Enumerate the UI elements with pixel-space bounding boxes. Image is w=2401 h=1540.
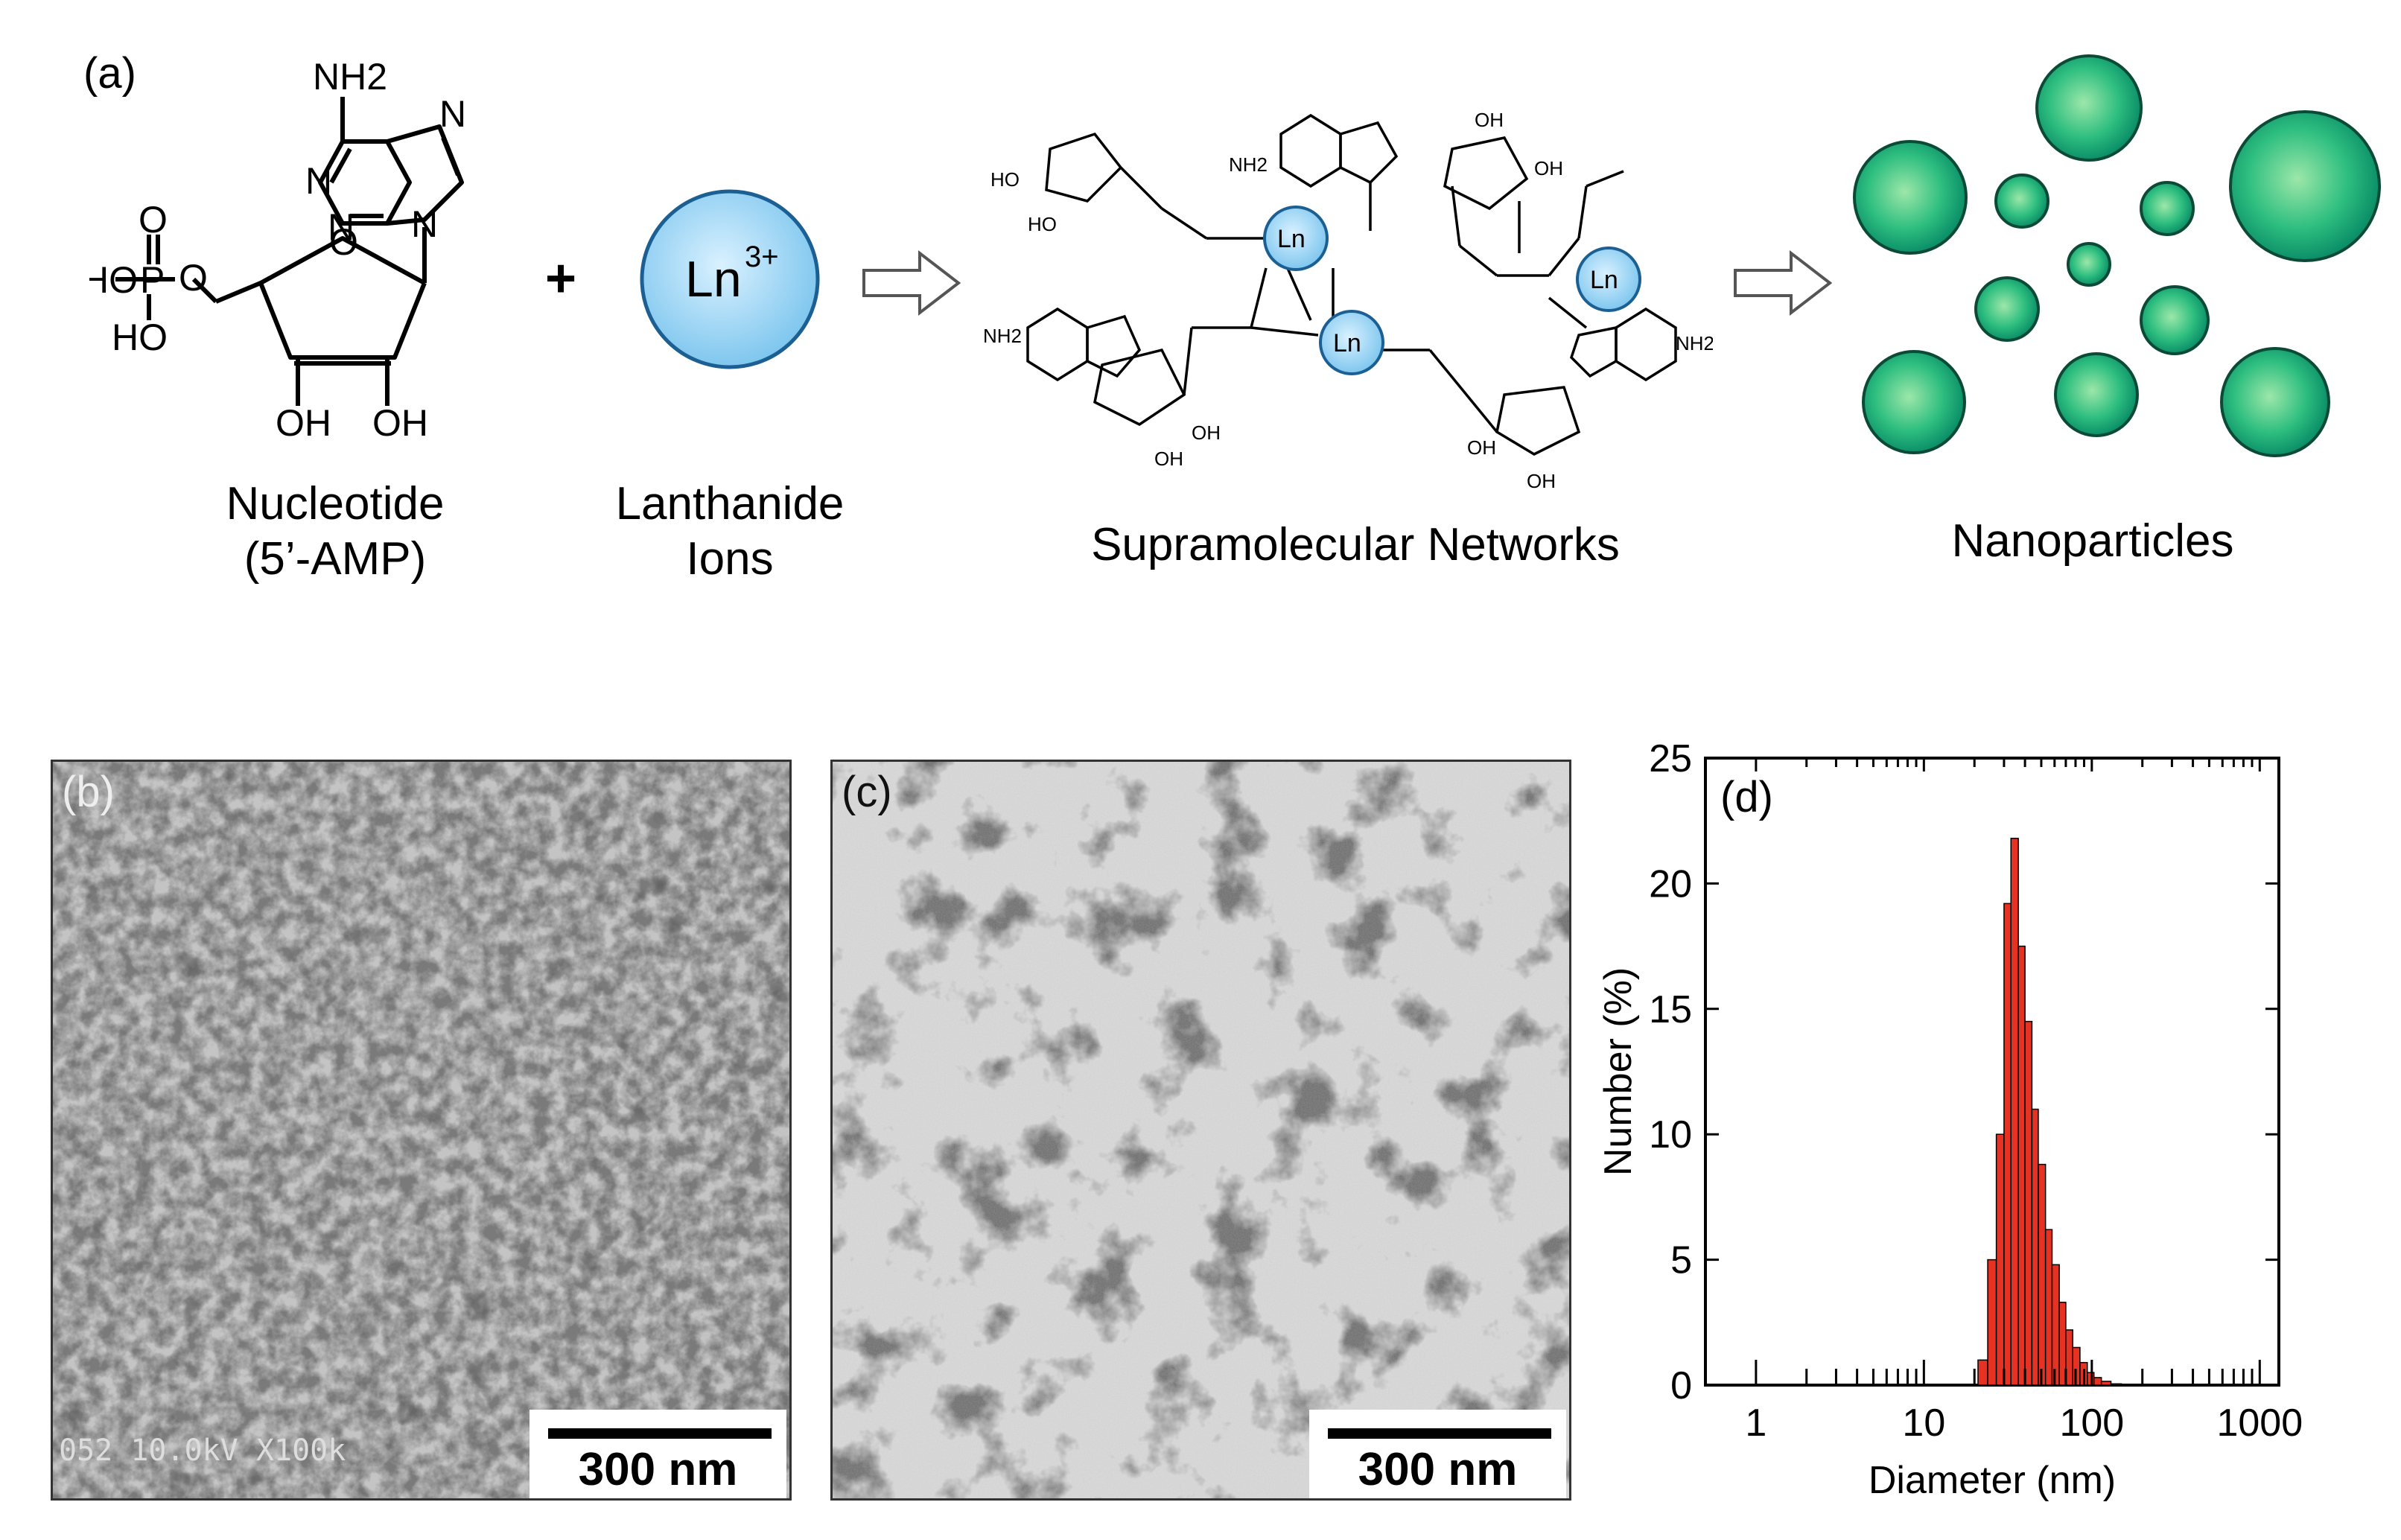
amp-oh-text-2: OH [372,402,428,444]
amp-oxo-o-text: O [139,199,168,241]
histogram-bar [2100,1381,2112,1386]
network-nh2-text-3: NH2 [1676,332,1713,354]
histogram-bar [1987,1259,1997,1386]
lanthanide-caption: Lanthanide Ions [581,477,879,588]
amp-n-text-3: N [439,93,466,135]
histogram-bar [2110,1383,2122,1386]
network-oh-text-5: OH [1467,436,1496,459]
histogram-bar [1977,1359,1988,1386]
sem-texture [53,762,789,1498]
histogram-bar [2017,945,2026,1386]
amp-ho-text-2: HO [112,316,168,358]
amp-nh2-text: NH2 [313,56,387,98]
scale-bar-label-b: 300 nm [578,1444,738,1495]
amp-n-text-4: N [411,203,438,245]
network-ho-text-1: HO [990,168,1020,191]
panel-b-label: (b) [62,768,115,816]
network-oh-text-6: OH [1527,470,1556,492]
lanthanide-caption-line2: Ions [686,533,774,585]
histogram-bar [2087,1372,2095,1386]
amp-structure-diagram: NH2 N N N N O O O P HO HO OH OH [89,56,466,444]
y-axis-title: Number (%) [1597,967,1640,1176]
amp-ring-o-text: O [329,221,358,263]
network-oh-text-1: OH [1475,109,1504,131]
network-nh2-text-1: NH2 [1229,153,1268,176]
network-ln-text-3: Ln [1590,266,1618,294]
amp-oh-text: OH [276,402,331,444]
lanthanide-ion-sphere: Ln 3+ [640,189,820,369]
amp-n-text-2: N [328,206,354,248]
scale-bar-box-b: 300 nm [530,1410,786,1498]
x-tick-label: 100 [2059,1401,2124,1445]
tem-micrograph: (c) 300 nm [830,760,1571,1501]
network-ln-text-2: Ln [1333,329,1361,357]
scale-bar-c [1328,1428,1551,1439]
network-oh-text-3: OH [1192,421,1221,444]
x-tick-label: 1000 [2216,1401,2303,1445]
scale-bar-b [548,1428,772,1439]
y-axis-ticks: 0 5 10 15 20 25 [1649,737,2279,1407]
sem-instrument-text: 052 10.0kV X100k [59,1434,346,1468]
amp-p-text: P [140,259,165,301]
y-tick-label: 0 [1670,1364,1692,1407]
network-nh2-text-2: NH2 [983,325,1022,347]
nucleotide-caption-line1: Nucleotide [226,478,445,529]
histogram-bar [2024,1020,2033,1386]
network-oh-text-4: OH [1154,448,1183,470]
supramolecular-network-diagram: Ln Ln Ln HO HO OH OH NH2 NH2 NH2 OH OH O… [983,109,1713,492]
panel-a-label: (a) [83,49,136,98]
nanoparticles-diagram [1853,54,2381,457]
reaction-arrow-icon-2 [1734,249,1833,316]
plus-sign: + [545,249,577,308]
x-axis-ticks: 1 10 100 1000 [1745,758,2303,1445]
histogram-bar [1995,1133,2005,1386]
ion-symbol-text: Ln [685,251,742,308]
x-axis-title: Diameter (nm) [1869,1459,2116,1502]
nucleotide-caption: Nucleotide (5’-AMP) [186,477,484,588]
ion-charge-text: 3+ [745,241,779,273]
histogram-bar [2051,1264,2060,1386]
histogram-bar [2003,903,2012,1386]
scale-bar-label-c: 300 nm [1358,1444,1518,1495]
amp-ester-o-text: O [179,257,208,299]
amp-n-text: N [305,160,332,202]
panel-c-label: (c) [842,768,892,816]
x-tick-label: 10 [1902,1401,1945,1445]
histogram-bar [2093,1377,2102,1386]
histogram-bar [2010,838,2019,1386]
panel-d-label: (d) [1720,773,1773,821]
sem-micrograph: (b) 052 10.0kV X100k 300 nm [51,760,792,1501]
nucleotide-caption-line2: (5’-AMP) [244,533,427,585]
histogram-bar [2038,1163,2047,1386]
y-tick-label: 5 [1670,1239,1692,1282]
y-tick-label: 10 [1649,1113,1692,1156]
network-oh-text-2: OH [1534,157,1563,179]
y-tick-label: 25 [1649,737,1692,780]
histogram-bars [1977,838,2122,1386]
y-tick-label: 20 [1649,862,1692,906]
histogram-bar [2044,1229,2053,1386]
networks-caption: Supramolecular Networks [1091,519,1620,570]
tem-texture [833,762,1569,1498]
scale-bar-box-c: 300 nm [1309,1410,1566,1498]
nanoparticles-caption: Nanoparticles [1951,515,2234,567]
x-tick-label: 1 [1745,1401,1766,1445]
lanthanide-caption-line1: Lanthanide [615,478,845,529]
histogram-bar [2031,1108,2039,1386]
y-tick-label: 15 [1649,988,1692,1031]
network-ho-text-2: HO [1028,213,1057,235]
amp-ho-text: HO [89,259,138,301]
reaction-arrow-icon [862,249,961,316]
network-ln-text-1: Ln [1277,225,1306,253]
